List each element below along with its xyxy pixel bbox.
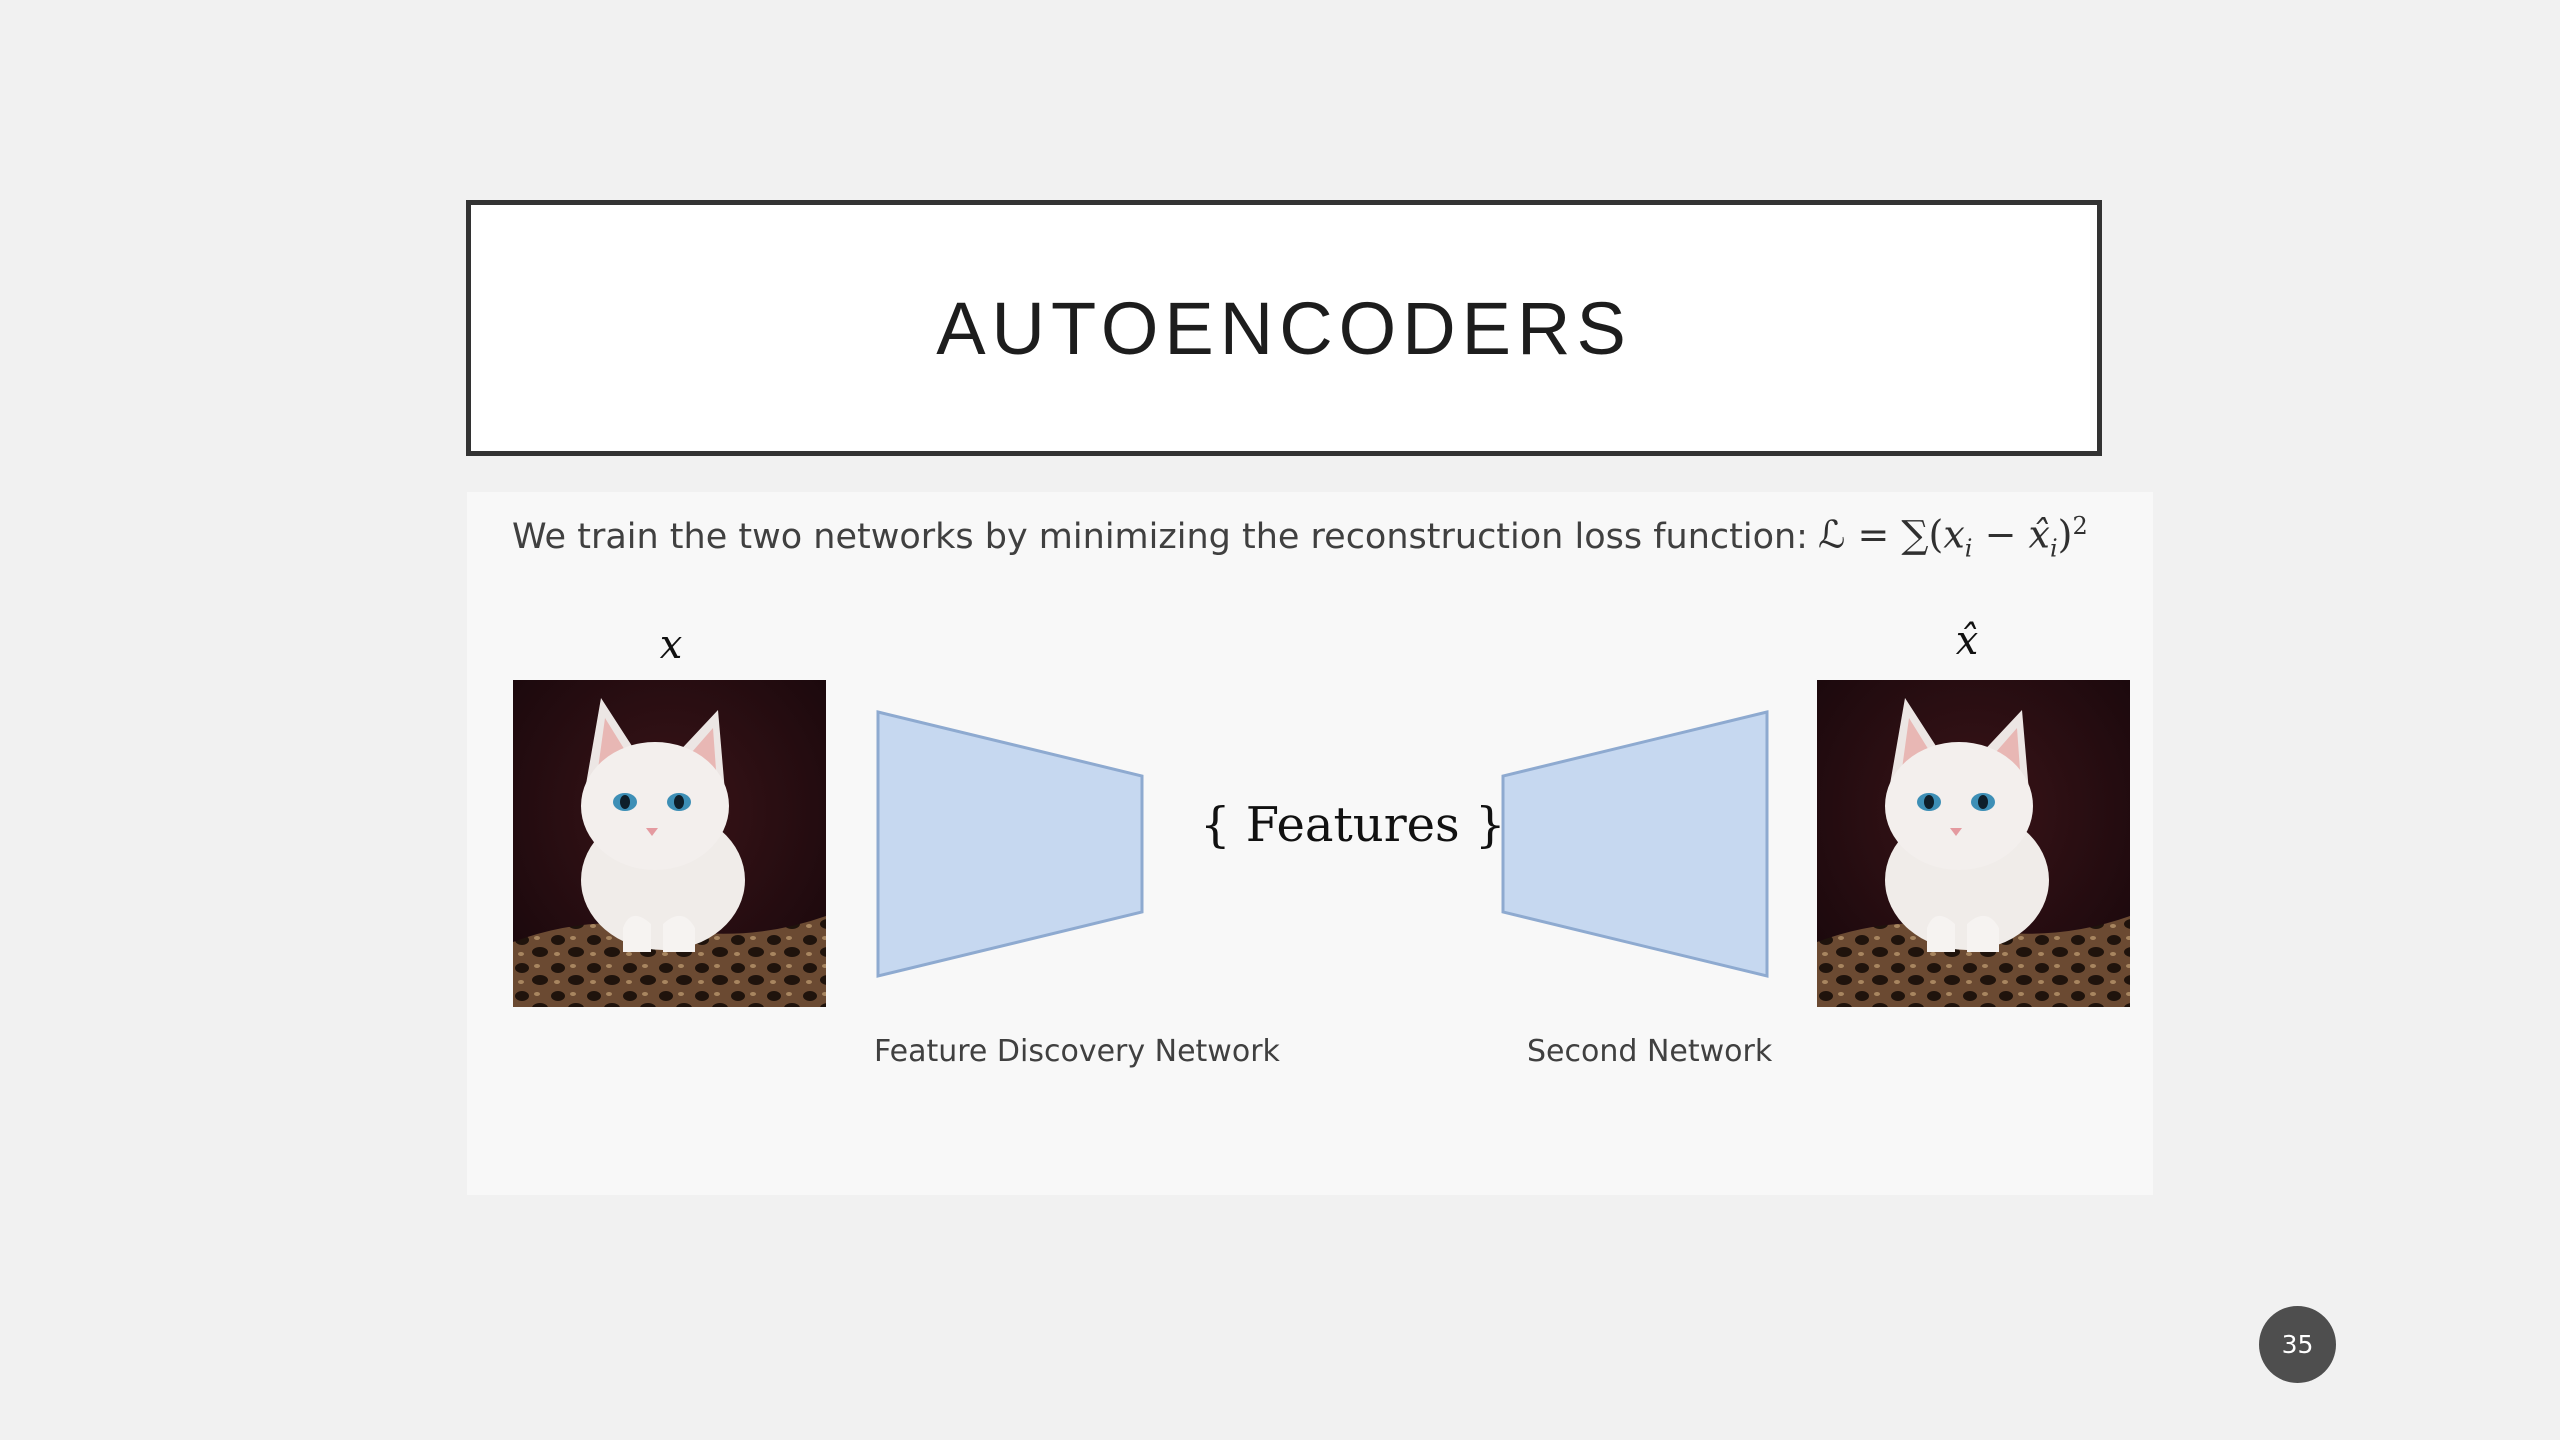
slide-title: AUTOENCODERS: [936, 286, 1632, 370]
intro-text: We train the two networks by minimizing …: [512, 516, 1808, 557]
formula-minus: −: [1984, 512, 2017, 557]
formula-loss-symbol: ℒ: [1817, 512, 1846, 557]
formula-index-1: i: [1964, 534, 1973, 563]
kitten-photo-icon: [1817, 680, 2130, 1007]
intro-line: We train the two networks by minimizing …: [512, 512, 2088, 564]
formula-power: 2: [2072, 512, 2088, 540]
formula-x: x: [1943, 512, 1965, 557]
formula-close-paren: ): [2057, 512, 2073, 557]
input-label: x: [659, 622, 683, 668]
formula-equals: =: [1857, 512, 1890, 557]
kitten-photo-icon: [513, 680, 826, 1007]
formula-index-2: i: [2049, 534, 2058, 563]
formula-xhat: x̂: [2028, 512, 2050, 557]
features-label: { Features }: [1200, 797, 1506, 853]
formula-sum: ∑(: [1901, 512, 1944, 557]
page-number-badge: 35: [2259, 1306, 2336, 1383]
encoder-caption: Feature Discovery Network: [874, 1034, 1280, 1069]
input-kitten-image: [513, 680, 826, 1007]
output-kitten-image: [1817, 680, 2130, 1007]
title-box: AUTOENCODERS: [466, 200, 2102, 456]
loss-formula: ℒ = ∑(xi − x̂i)2: [1818, 512, 2088, 562]
output-label: x̂: [1955, 618, 1979, 664]
decoder-caption: Second Network: [1527, 1034, 1773, 1069]
